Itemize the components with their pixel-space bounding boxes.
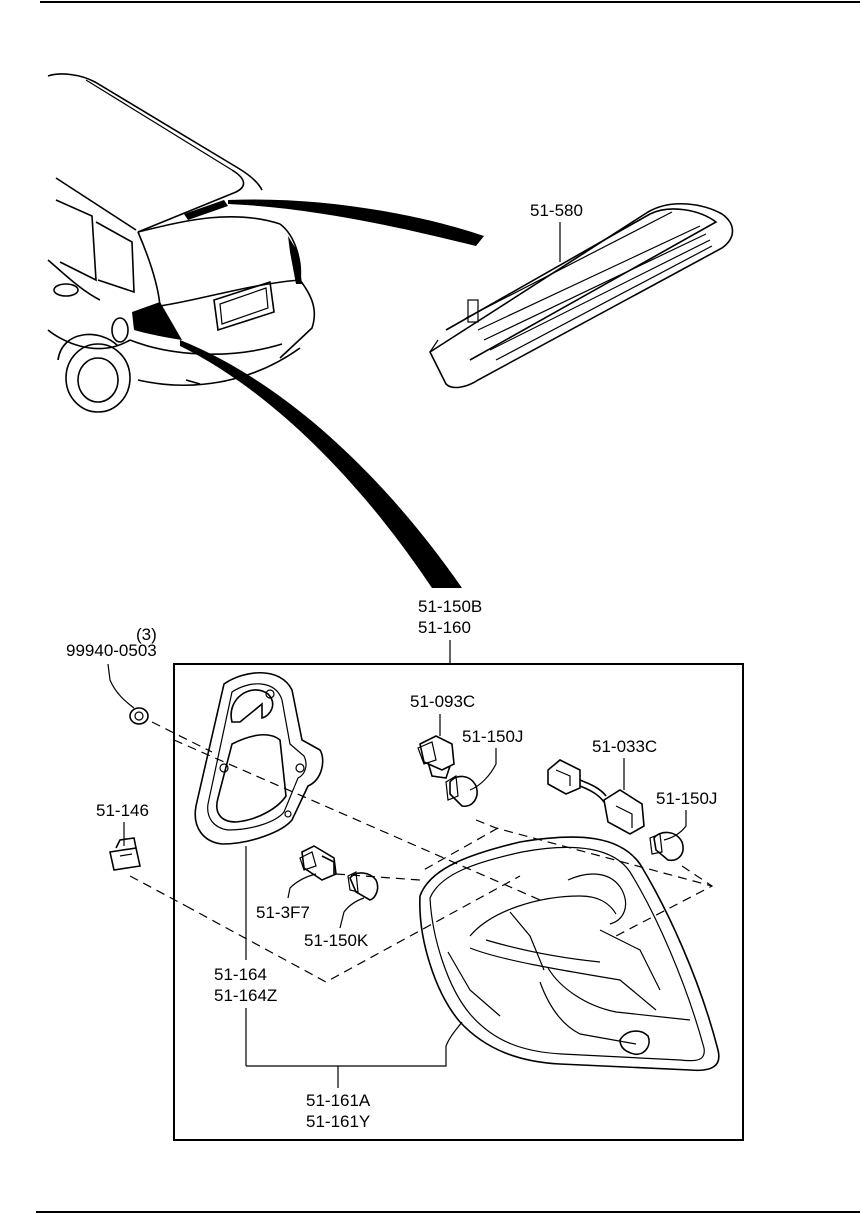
socket-main-icon xyxy=(417,735,455,779)
label-51-160: 51-160 xyxy=(418,618,471,637)
label-qty: (3) xyxy=(136,625,157,644)
label-51-161Y: 51-161Y xyxy=(306,1112,370,1131)
gasket-alignment-line-1 xyxy=(173,739,541,901)
bulb-small-icon xyxy=(347,871,379,901)
assembly-box xyxy=(173,663,744,1141)
label-51-150J-right: 51-150J xyxy=(656,789,717,808)
label-99940-0503: 99940-0503 xyxy=(66,641,157,660)
label-51-164: 51-164 xyxy=(214,965,267,984)
label-51-150K: 51-150K xyxy=(304,931,369,950)
high-mount-location xyxy=(184,200,228,220)
label-51-033C: 51-033C xyxy=(592,737,657,756)
leader-line-51-150K xyxy=(339,897,365,929)
leader-wedge-tail-lamp xyxy=(180,340,462,588)
tail-lamp-location xyxy=(132,302,182,340)
car-rear-illustration xyxy=(47,73,316,413)
clip-icon xyxy=(109,837,141,871)
high-mount-stop-lamp xyxy=(428,202,734,389)
leader-line-51-3F7 xyxy=(287,873,317,899)
label-51-161A: 51-161A xyxy=(306,1091,371,1110)
nut-alignment-line xyxy=(151,721,213,753)
gasket-alignment-line-2 xyxy=(185,875,521,983)
upper-socket-alignment-line xyxy=(475,819,713,887)
label-51-093C: 51-093C xyxy=(410,692,475,711)
label-51-3F7: 51-3F7 xyxy=(256,903,310,922)
label-51-150J-upper: 51-150J xyxy=(462,727,523,746)
leader-wedge-high-mount xyxy=(228,199,484,246)
socket-small-icon xyxy=(299,845,337,881)
leader-line-51-150J-right xyxy=(663,810,687,841)
upper-socket-alignment-line-2 xyxy=(419,827,499,873)
gasket-part xyxy=(194,671,324,845)
right-bulb-alignment-line xyxy=(615,865,714,937)
bulb-right-icon xyxy=(649,831,684,862)
nut-icon xyxy=(129,707,149,725)
label-51-580: 51-580 xyxy=(530,201,583,220)
bulb-upper-icon xyxy=(445,774,478,808)
label-51-150B: 51-150B xyxy=(418,597,482,616)
label-51-146: 51-146 xyxy=(96,801,149,820)
harness-socket-icon xyxy=(547,759,645,835)
leader-line-nut xyxy=(107,663,135,709)
lens-housing-part xyxy=(419,836,720,1072)
leader-line-51-150J-upper xyxy=(469,748,497,791)
clip-alignment-line xyxy=(129,875,187,907)
leader-bracket-lens xyxy=(246,1021,463,1067)
label-51-164Z: 51-164Z xyxy=(214,986,277,1005)
